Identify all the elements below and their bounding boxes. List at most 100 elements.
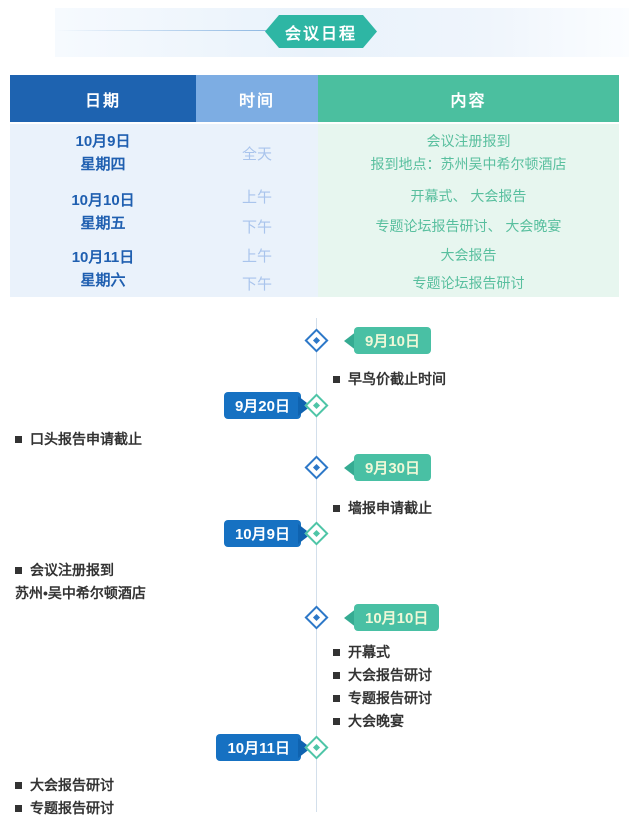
- square-bullet-icon: [333, 505, 340, 512]
- timeline-item: 大会报告研讨: [15, 774, 114, 797]
- square-bullet-icon: [15, 436, 22, 443]
- time-label: 上午: [241, 247, 272, 265]
- timeline-item: 大会晚宴: [333, 710, 432, 733]
- date-line: 星期五: [80, 214, 126, 232]
- content-line: 大会报告: [440, 246, 497, 263]
- column-header-time: 时间: [196, 75, 318, 122]
- tag-arrow-left-icon: [344, 457, 357, 478]
- timeline-item-label: 开幕式: [348, 644, 390, 660]
- timeline-event-items: 开幕式大会报告研讨专题报告研讨大会晚宴: [333, 641, 432, 733]
- timeline-date-label: 10月9日: [223, 520, 301, 547]
- timeline-date-label: 9月20日: [223, 392, 301, 419]
- timeline-date-label: 9月30日: [354, 454, 432, 481]
- cell-time: 上午下午: [196, 182, 318, 241]
- section-title-badge: 会议日程: [265, 15, 377, 48]
- date-line: 10月10日: [71, 191, 135, 209]
- timeline-item: 苏州•吴中希尔顿酒店: [15, 582, 146, 605]
- timeline-item-label: 墙报申请截止: [348, 500, 432, 516]
- square-bullet-icon: [333, 672, 340, 679]
- timeline-event-items: 墙报申请截止: [333, 497, 432, 520]
- timeline-node-diamond-icon: [304, 605, 329, 630]
- timeline-axis: [316, 318, 317, 812]
- square-bullet-icon: [333, 649, 340, 656]
- timeline-date-tag: 9月30日: [344, 454, 432, 481]
- time-label: 上午: [241, 189, 272, 207]
- square-bullet-icon: [333, 695, 340, 702]
- time-label: 下午: [241, 218, 272, 236]
- time-label: 全天: [241, 145, 272, 163]
- content-block: 开幕式、 大会报告: [411, 185, 527, 208]
- date-line: 10月9日: [75, 133, 131, 150]
- content-line: 会议注册报到: [426, 133, 511, 149]
- timeline-item: 早鸟价截止时间: [333, 368, 446, 391]
- timeline-item: 墙报申请截止: [333, 497, 432, 520]
- timeline-date-tag: 9月10日: [344, 327, 432, 354]
- timeline-item-label: 大会报告研讨: [348, 667, 432, 683]
- content-block: 大会报告: [441, 244, 497, 267]
- table-row: 10月11日星期六上午下午大会报告专题论坛报告研讨: [10, 241, 619, 297]
- table-row: 10月9日星期四 全天 会议注册报到报到地点：苏州吴中希尔顿酒店: [10, 124, 619, 182]
- cell-content: 开幕式、 大会报告专题论坛报告研讨、 大会晚宴: [318, 182, 619, 241]
- date-line: 星期六: [80, 272, 126, 289]
- column-header-content: 内容: [318, 75, 619, 122]
- date-line: 10月11日: [71, 249, 135, 266]
- content-block: 专题论坛报告研讨、 大会晚宴: [376, 215, 562, 238]
- timeline-item: 专题报告研讨: [15, 797, 114, 820]
- timeline-item-label: 专题报告研讨: [348, 690, 432, 706]
- timeline-date-tag: 10月10日: [344, 604, 440, 631]
- tag-arrow-left-icon: [344, 330, 357, 351]
- timeline-item: 大会报告研讨: [333, 664, 432, 687]
- timeline-item: 会议注册报到: [15, 559, 146, 582]
- timeline-item-label: 大会报告研讨: [30, 777, 114, 793]
- timeline-date-tag: 9月20日: [223, 392, 311, 419]
- timeline-node-diamond-icon: [304, 455, 329, 480]
- timeline-date-tag: 10月11日: [216, 734, 311, 761]
- timeline-date-label: 9月10日: [354, 327, 432, 354]
- tag-arrow-left-icon: [344, 607, 357, 628]
- cell-date: 10月10日星期五: [10, 182, 196, 241]
- cell-time: 上午下午: [196, 241, 318, 297]
- content-line: 专题论坛报告研讨、 大会晚宴: [375, 217, 562, 234]
- timeline-date-label: 10月10日: [354, 604, 440, 631]
- content-block: 专题论坛报告研讨: [413, 272, 525, 295]
- timeline-item-label: 专题报告研讨: [30, 800, 114, 816]
- table-header-row: 日期 时间 内容: [10, 75, 619, 122]
- square-bullet-icon: [15, 805, 22, 812]
- header-rule-line: [55, 30, 267, 31]
- timeline-event-items: 大会报告研讨专题报告研讨: [15, 774, 114, 820]
- timeline-item: 开幕式: [333, 641, 432, 664]
- time-label: 下午: [241, 275, 272, 293]
- timeline-item-label: 苏州•吴中希尔顿酒店: [15, 585, 146, 601]
- timeline-node-diamond-icon: [304, 328, 329, 353]
- square-bullet-icon: [333, 376, 340, 383]
- timeline-event-items: 口头报告申请截止: [15, 428, 142, 451]
- timeline-item-label: 会议注册报到: [30, 562, 114, 578]
- column-header-date: 日期: [10, 75, 196, 122]
- square-bullet-icon: [15, 782, 22, 789]
- cell-date: 10月9日星期四: [10, 124, 196, 182]
- date-line: 星期四: [80, 156, 126, 173]
- square-bullet-icon: [15, 567, 22, 574]
- square-bullet-icon: [333, 718, 340, 725]
- timeline-item-label: 口头报告申请截止: [30, 431, 142, 447]
- content-block: 会议注册报到报到地点：苏州吴中希尔顿酒店: [371, 130, 567, 176]
- timeline-item: 口头报告申请截止: [15, 428, 142, 451]
- content-line: 专题论坛报告研讨: [412, 274, 525, 291]
- timeline-event-items: 早鸟价截止时间: [333, 368, 446, 391]
- timeline-event-items: 会议注册报到苏州•吴中希尔顿酒店: [15, 559, 146, 605]
- timeline-date-label: 10月11日: [216, 734, 301, 761]
- timeline-item: 专题报告研讨: [333, 687, 432, 710]
- timeline-item-label: 早鸟价截止时间: [348, 371, 446, 387]
- timeline-date-tag: 10月9日: [223, 520, 311, 547]
- cell-content: 会议注册报到报到地点：苏州吴中希尔顿酒店: [318, 124, 619, 182]
- cell-time: 全天: [196, 124, 318, 182]
- section-title: 会议日程: [284, 25, 357, 43]
- timeline-item-label: 大会晚宴: [348, 713, 404, 729]
- content-line: 开幕式、 大会报告: [410, 188, 527, 205]
- cell-date: 10月11日星期六: [10, 241, 196, 297]
- cell-content: 大会报告专题论坛报告研讨: [318, 241, 619, 297]
- content-line: 报到地点：苏州吴中希尔顿酒店: [370, 156, 567, 172]
